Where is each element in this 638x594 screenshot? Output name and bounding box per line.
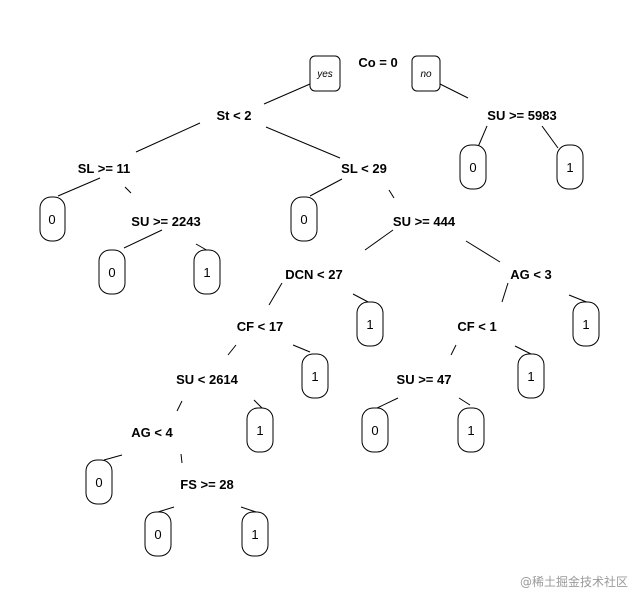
svg-text:1: 1 (582, 317, 589, 332)
leaf-node: 1 (301, 353, 329, 399)
svg-text:1: 1 (251, 527, 258, 542)
no-branch-box: no (411, 55, 441, 92)
svg-text:0: 0 (371, 423, 378, 438)
leaf-node: 1 (193, 249, 221, 295)
leaf-node: 1 (457, 407, 485, 453)
split-label-su5983: SU >= 5983 (487, 108, 556, 123)
svg-text:1: 1 (366, 317, 373, 332)
svg-text:1: 1 (566, 160, 573, 175)
leaf-node: 1 (246, 407, 274, 453)
split-label-ag4: AG < 4 (131, 425, 173, 440)
svg-text:0: 0 (95, 475, 102, 490)
svg-text:0: 0 (108, 265, 115, 280)
svg-text:0: 0 (48, 212, 55, 227)
split-label-su47: SU >= 47 (397, 372, 452, 387)
svg-text:1: 1 (311, 369, 318, 384)
leaf-node: 1 (556, 144, 584, 190)
split-label-su444: SU >= 444 (393, 214, 456, 229)
leaf-node: 1 (356, 301, 384, 347)
split-label-st: St < 2 (216, 108, 251, 123)
svg-text:0: 0 (300, 212, 307, 227)
svg-text:0: 0 (469, 160, 476, 175)
split-label-fs28: FS >= 28 (180, 477, 233, 492)
split-label-cf1: CF < 1 (457, 319, 496, 334)
leaf-node: 1 (517, 353, 545, 399)
svg-text:1: 1 (527, 369, 534, 384)
split-label-su2243: SU >= 2243 (131, 214, 200, 229)
svg-text:1: 1 (467, 423, 474, 438)
svg-text:0: 0 (154, 527, 161, 542)
yes-branch-box: yes (309, 55, 341, 92)
no-branch-label: no (420, 69, 432, 80)
split-label-sl11: SL >= 11 (78, 161, 131, 176)
split-label-cf17: CF < 17 (237, 319, 284, 334)
leaf-node: 0 (39, 196, 66, 242)
svg-text:1: 1 (203, 265, 210, 280)
leaf-node: 1 (241, 511, 269, 557)
split-label-ag3: AG < 3 (510, 267, 552, 282)
split-label-dcn27: DCN < 27 (285, 267, 342, 282)
leaf-node: 0 (361, 407, 389, 453)
leaf-node: 0 (290, 196, 318, 242)
tree-edges (57, 83, 590, 513)
leaf-node: 0 (85, 459, 113, 505)
leaf-node: 0 (98, 249, 126, 295)
leaf-node: 0 (459, 144, 487, 190)
svg-text:1: 1 (256, 423, 263, 438)
leaf-node: 0 (144, 511, 172, 557)
split-label-sl29: SL < 29 (341, 161, 387, 176)
root-split-label: Co = 0 (358, 55, 397, 70)
yes-branch-label: yes (316, 69, 333, 80)
leaf-node: 1 (572, 301, 600, 347)
watermark: @稀土掘金技术社区 (520, 574, 628, 589)
split-label-su2614: SU < 2614 (176, 372, 239, 387)
